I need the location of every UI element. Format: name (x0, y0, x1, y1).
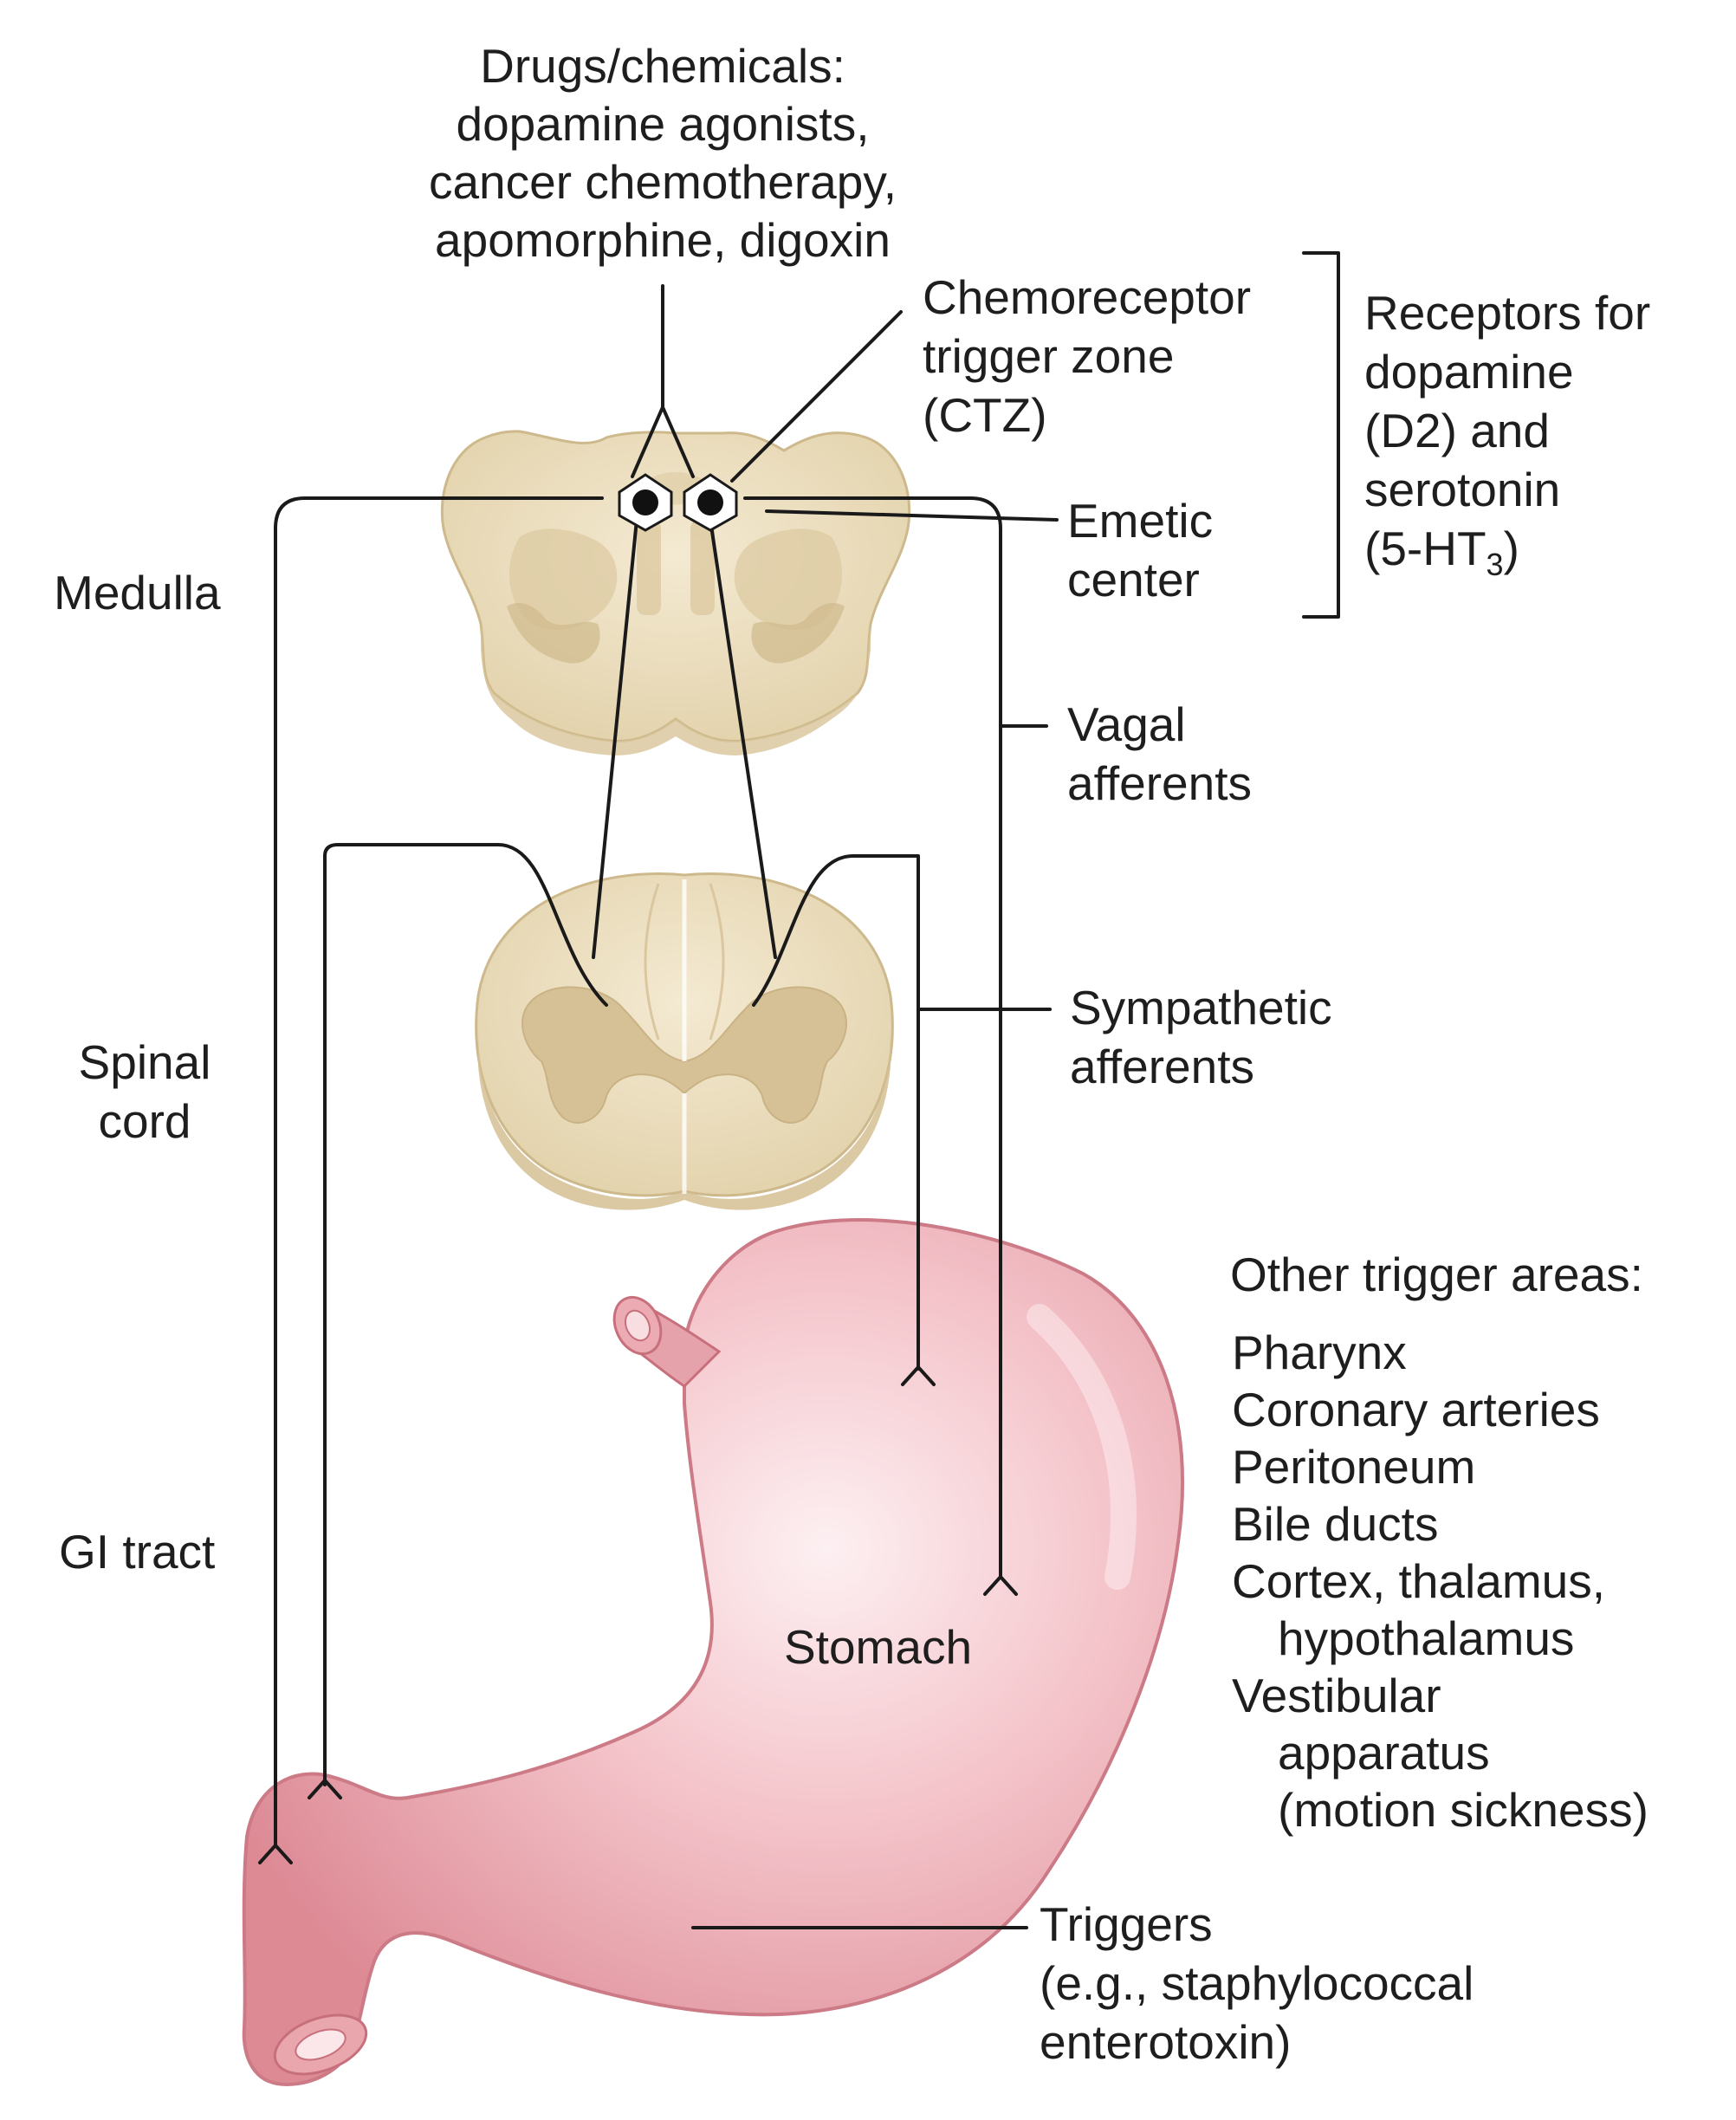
sympathetic-afferent-right (752, 854, 920, 1371)
other-item: Coronary arteries (1232, 1383, 1600, 1436)
receptors-line: Receptors for (1364, 286, 1650, 340)
ctz-line: Chemoreceptor (923, 270, 1251, 324)
sympathetic-line: afferents (1070, 1040, 1254, 1093)
other-item: apparatus (1278, 1726, 1490, 1780)
spinal-label: Spinal cord (79, 1035, 211, 1148)
receptor-bracket (1302, 251, 1340, 619)
nerve-ending-sympathetic (901, 1365, 936, 1386)
nerve-ending-left (258, 1843, 293, 1864)
medulla-label: Medulla (54, 566, 221, 619)
vagal-line: Vagal (1067, 697, 1186, 751)
ascending-right (709, 518, 777, 959)
ctz-label: Chemoreceptor trigger zone (CTZ) (923, 270, 1251, 442)
ctz-line: (CTZ) (923, 388, 1047, 442)
emetic-line: Emetic (1067, 494, 1213, 548)
receptors-line: (D2) and (1364, 404, 1550, 457)
spinal-line: Spinal (79, 1035, 211, 1089)
receptors-label: Receptors for dopamine (D2) and serotoni… (1364, 286, 1650, 582)
other-item: Peritoneum (1232, 1440, 1475, 1494)
vagal-line: afferents (1067, 756, 1252, 810)
sympathetic-afferent-left (323, 843, 608, 1786)
drugs-label: Drugs/chemicals: dopamine agonists, canc… (429, 39, 897, 267)
receptors-line: dopamine (1364, 345, 1574, 399)
receptors-line: serotonin (1364, 463, 1560, 516)
ctz-nucleus-right (683, 473, 738, 532)
other-item: (motion sickness) (1278, 1783, 1649, 1837)
drugs-pointer-right (661, 405, 695, 478)
other-triggers-list: Other trigger areas: Pharynx Coronary ar… (1230, 1248, 1649, 1837)
triggers-label: Triggers (e.g., staphylococcal enterotox… (1040, 1897, 1474, 2069)
vagal-afferent-right (743, 496, 1002, 1579)
emetic-line: center (1067, 553, 1200, 606)
other-item: hypothalamus (1278, 1611, 1574, 1665)
medulla-section (440, 430, 911, 755)
nerve-ending-vagal (983, 1574, 1018, 1596)
receptors-5ht3-prefix: (5-HT (1364, 522, 1487, 575)
spinal-line: cord (99, 1094, 191, 1148)
other-item: Bile ducts (1232, 1497, 1438, 1551)
drugs-line: cancer chemotherapy, (429, 155, 897, 209)
other-item: Vestibular (1232, 1669, 1441, 1722)
gi-tract-label: GI tract (59, 1525, 215, 1579)
ctz-pointer (730, 310, 903, 483)
stomach-label: Stomach (784, 1620, 972, 1674)
sympathetic-label: Sympathetic afferents (1070, 981, 1332, 1093)
drugs-line: Drugs/chemicals: (480, 39, 845, 93)
gi-vagal-afferent-left (274, 496, 604, 1847)
emetic-label: Emetic center (1067, 494, 1213, 606)
vagal-label: Vagal afferents (1067, 697, 1252, 810)
stomach-illustration (242, 1218, 1184, 2086)
triggers-line: Triggers (1040, 1897, 1213, 1951)
drugs-line: dopamine agonists, (457, 97, 870, 151)
neural-pathways (258, 251, 1340, 1929)
drugs-line: apomorphine, digoxin (435, 213, 891, 267)
ctz-nucleus-left (618, 473, 673, 532)
ctz-line: trigger zone (923, 329, 1174, 383)
triggers-line: (e.g., staphylococcal (1040, 1956, 1474, 2010)
sympathetic-line: Sympathetic (1070, 981, 1332, 1034)
receptors-line-5ht3: (5-HT3) (1364, 522, 1519, 582)
ascending-left (592, 518, 638, 959)
receptors-5ht3-sub: 3 (1487, 547, 1504, 582)
other-item: Pharynx (1232, 1326, 1407, 1379)
nerve-ending-left-2 (308, 1778, 342, 1799)
other-item: Cortex, thalamus, (1232, 1554, 1605, 1608)
receptors-5ht3-suffix: ) (1504, 522, 1519, 575)
spinal-cord-section (475, 872, 894, 1210)
triggers-line: enterotoxin) (1040, 2015, 1291, 2069)
other-heading: Other trigger areas: (1230, 1248, 1643, 1301)
emetic-pointer (765, 509, 1059, 522)
